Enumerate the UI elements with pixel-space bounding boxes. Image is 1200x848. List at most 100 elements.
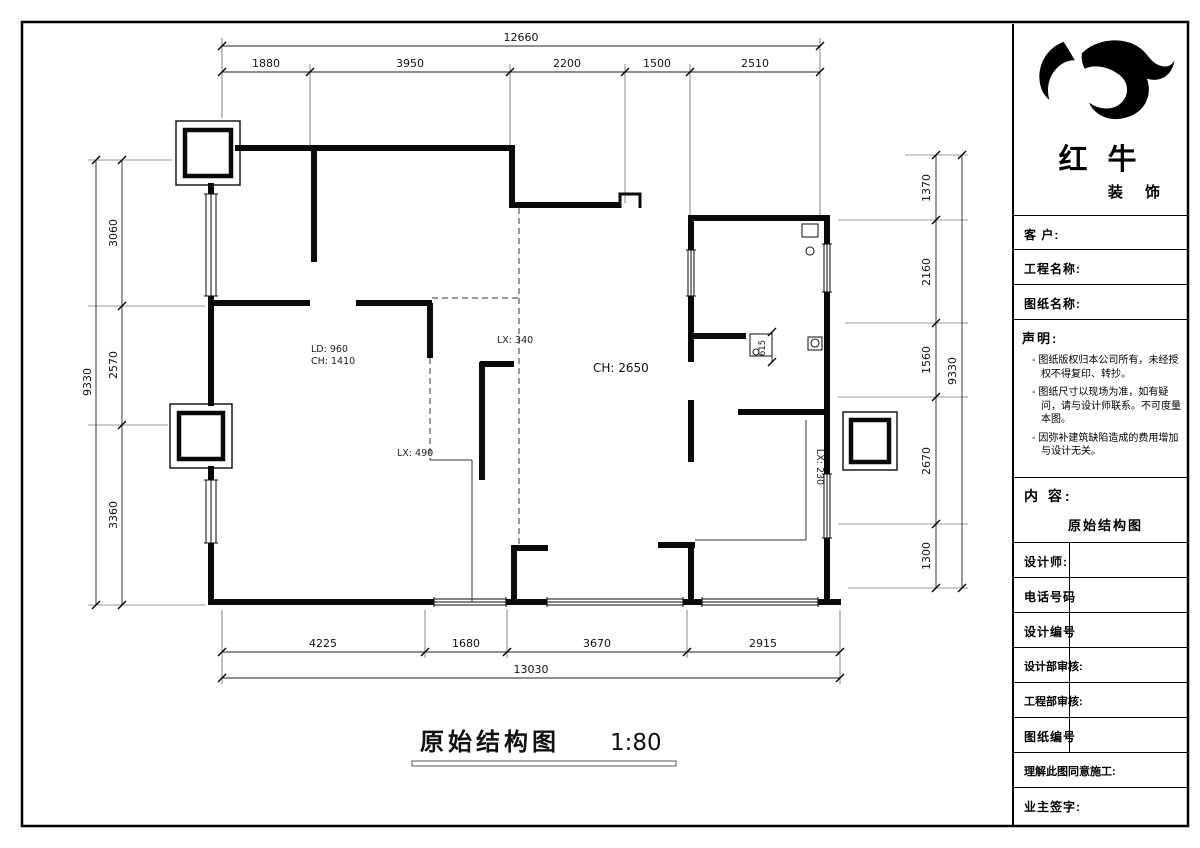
dim-bottom-total: 13030 (514, 663, 549, 676)
dimension-ticks (91, 41, 967, 683)
row-project: 工程名称: (1014, 249, 1187, 284)
wall-notch (618, 192, 642, 208)
dim-left-total: 9330 (81, 368, 94, 396)
field-row-sheet-no: 图纸编号 (1014, 717, 1187, 752)
project-name-label: 工程名称: (1024, 262, 1081, 276)
dim-left-seg-1: 3060 (107, 219, 120, 247)
statement-item: 图纸尺寸以现场为准，如有疑问，请与设计师联系。不可度量本图。 (1032, 386, 1181, 427)
field-row-eng-review: 工程部审核: (1014, 682, 1187, 717)
dim-top-total: 12660 (504, 31, 539, 44)
shaft-right-inner (848, 417, 892, 465)
duct-circle (752, 348, 760, 356)
dim-top-seg-2: 3950 (396, 57, 424, 70)
statement-list: 图纸版权归本公司所有，未经授权不得复印、转抄。 图纸尺寸以现场为准，如有疑问，请… (1022, 354, 1181, 459)
shaft-top-left-inner (182, 127, 234, 179)
extension-lines (88, 38, 968, 684)
statement-section: 声明: 图纸版权归本公司所有，未经授权不得复印、转抄。 图纸尺寸以现场为准，如有… (1014, 319, 1187, 477)
statement-title: 声明: (1022, 331, 1059, 346)
shafts (169, 120, 898, 471)
cell-divider (1069, 578, 1070, 612)
dimension-text: 12660 1880 3950 2200 1500 2510 9330 3060… (81, 31, 959, 676)
field-label: 设计编号 (1024, 625, 1077, 639)
dim-top-seg-1: 1880 (252, 57, 280, 70)
cell-divider (1069, 613, 1070, 647)
field-label: 工程部审核: (1024, 696, 1083, 708)
dim-left-seg-3: 3360 (107, 501, 120, 529)
walls (208, 145, 841, 605)
dim-top-seg-3: 2200 (553, 57, 581, 70)
plan-label-lx340: LX: 340 (497, 335, 533, 346)
corner-fixture (801, 223, 819, 238)
field-label: 电话号码 (1024, 590, 1077, 604)
duct-box (749, 333, 773, 357)
dim-right-total: 9330 (946, 357, 959, 385)
plan-labels: LD: 960 CH: 1410 LX: 340 CH: 2650 LX: 49… (311, 335, 825, 485)
thin-lines (430, 420, 807, 602)
brand-area: 红 牛 装 饰 (1014, 24, 1187, 215)
client-label: 客 户: (1024, 228, 1060, 242)
plan-label-ch1410: CH: 1410 (311, 356, 355, 367)
plan-label-lx230: LX: 230 (814, 449, 825, 485)
shaft-left-inner (176, 410, 226, 462)
drawing-scale-text: 1:80 (610, 730, 662, 756)
bull-logo-icon (1038, 40, 1174, 120)
field-row-approval: 理解此图同意施工: (1014, 752, 1187, 787)
shaft-top-left-outer (175, 120, 241, 186)
dim-top-seg-5: 2510 (741, 57, 769, 70)
plan-label-lx490: LX: 490 (397, 448, 433, 459)
outer-border (20, 20, 1190, 828)
statement-item: 因弥补建筑缺陷造成的费用增加与设计无关。 (1032, 432, 1181, 459)
flue-box (807, 336, 823, 351)
content-label: 内 容: (1024, 488, 1073, 504)
field-row-phone: 电话号码 (1014, 577, 1187, 612)
windows (204, 193, 832, 607)
field-label: 设计师: (1024, 555, 1068, 569)
dim-bottom-seg-3: 3670 (583, 637, 611, 650)
field-row-design-review: 设计部审核: (1014, 647, 1187, 682)
dim-top-seg-4: 1500 (643, 57, 671, 70)
content-section: 内 容: 原始结构图 (1014, 477, 1187, 542)
dim-bottom-seg-1: 4225 (309, 637, 337, 650)
field-row-designer: 设计师: (1014, 542, 1187, 577)
shaft-left-outer (169, 403, 233, 469)
plan-label-ch2650: CH: 2650 (593, 361, 649, 375)
content-value: 原始结构图 (1067, 518, 1143, 533)
cell-divider (1069, 683, 1070, 717)
field-row-design-no: 设计编号 (1014, 612, 1187, 647)
column-circle (805, 246, 815, 256)
row-drawing: 图纸名称: (1014, 284, 1187, 319)
drawing-name-label: 图纸名称: (1024, 297, 1081, 311)
cell-divider (1069, 543, 1070, 577)
fixtures (749, 223, 823, 357)
beam-dashed-lines (429, 208, 520, 545)
dim-bottom-seg-2: 1680 (452, 637, 480, 650)
drawing-title-text: 原始结构图 (420, 728, 560, 756)
brand-sub: 装 饰 (1107, 184, 1169, 201)
field-label: 图纸编号 (1024, 730, 1077, 744)
dim-right-seg-2: 2160 (920, 258, 933, 286)
dim-right-seg-5: 1300 (920, 542, 933, 570)
field-label: 理解此图同意施工: (1024, 766, 1116, 778)
field-label: 业主签字: (1024, 800, 1081, 814)
row-client: 客 户: (1014, 215, 1187, 249)
flue-circle (810, 338, 820, 348)
dim-right-seg-4: 2670 (920, 447, 933, 475)
dim-right-seg-1: 1370 (920, 174, 933, 202)
dim-bottom-seg-4: 2915 (749, 637, 777, 650)
cell-divider (1069, 718, 1070, 752)
plan-label-615: 615 (758, 340, 768, 356)
title-underline (411, 760, 677, 767)
brand-name: 红 牛 (1058, 144, 1143, 176)
dim-left-seg-2: 2570 (107, 351, 120, 379)
drawing-title: 原始结构图 1:80 (411, 728, 677, 767)
field-label: 设计部审核: (1024, 661, 1083, 673)
sheet-border (20, 20, 1190, 828)
dimension-lines (95, 45, 963, 679)
shaft-right-outer (842, 411, 898, 471)
field-row-owner-signature: 业主签字: (1014, 787, 1187, 825)
title-block: 红 牛 装 饰 客 户: 工程名称: 图纸名称: 声明: 图纸版权归本公司所有，… (1012, 24, 1187, 825)
statement-item: 图纸版权归本公司所有，未经授权不得复印、转抄。 (1032, 354, 1181, 381)
plan-label-ld960: LD: 960 (311, 344, 348, 355)
